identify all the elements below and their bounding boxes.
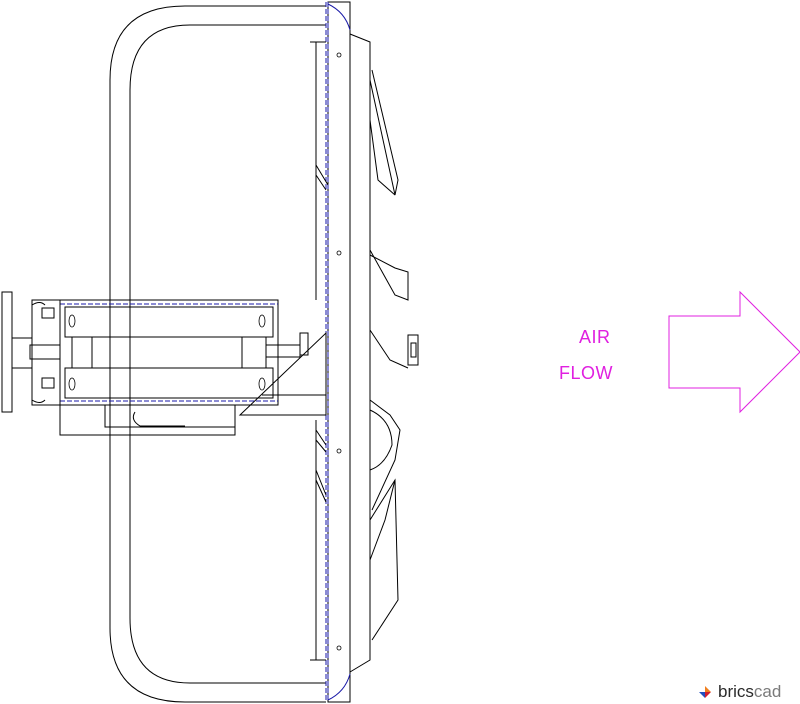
watermark-text-light: cad xyxy=(753,682,782,701)
motor-bolt xyxy=(258,377,266,391)
motor-bolt xyxy=(68,377,76,391)
hub xyxy=(407,334,419,366)
flow-label: FLOW xyxy=(559,363,613,383)
motor-bolt xyxy=(68,314,76,328)
bolt-hole xyxy=(336,448,342,454)
watermark-text-bold: brics xyxy=(718,682,754,701)
bolt-hole xyxy=(336,250,342,256)
bolt-hole xyxy=(336,52,342,58)
air-label: AIR xyxy=(579,327,611,347)
fan-blades xyxy=(315,69,409,641)
mounting-plate xyxy=(310,1,371,703)
bricscad-logo-icon xyxy=(699,686,711,698)
motor xyxy=(1,291,301,436)
flow-arrow-icon xyxy=(668,290,800,414)
motor-bolt xyxy=(258,314,266,328)
guard-frame xyxy=(109,5,326,703)
bolt-hole xyxy=(336,645,342,651)
